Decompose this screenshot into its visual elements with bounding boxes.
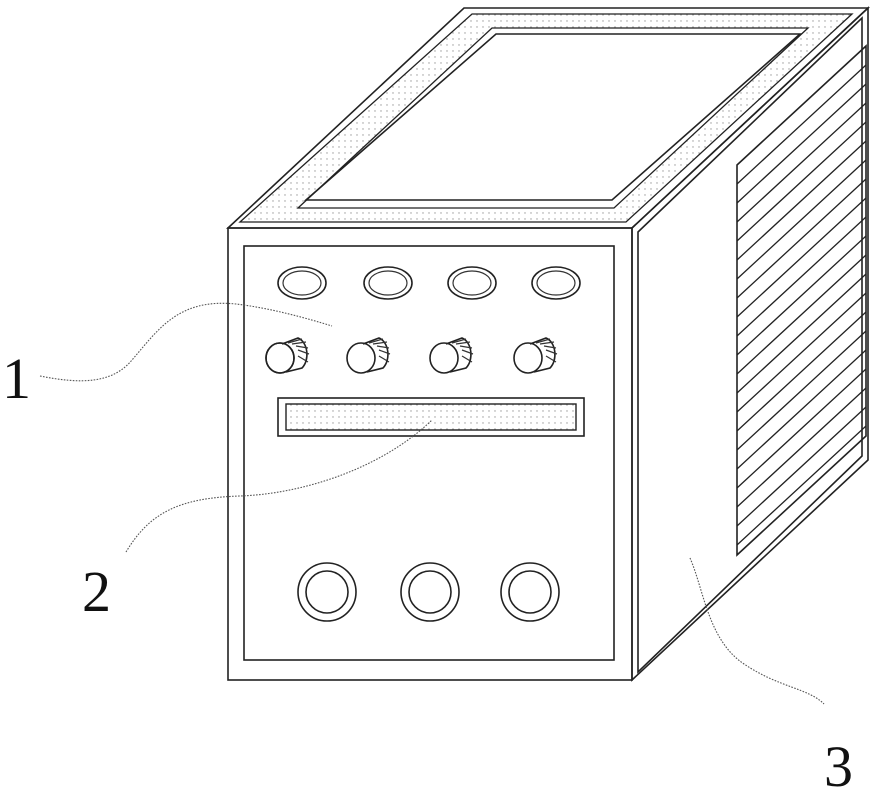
- round-port: [297, 562, 357, 622]
- vent-slats: [736, 64, 867, 546]
- control-knob: [346, 337, 391, 374]
- vent-grille: [736, 44, 867, 557]
- vent-slat: [736, 311, 867, 432]
- front-face: [227, 227, 633, 681]
- leader-line-3: [689, 557, 825, 705]
- control-knob: [265, 337, 310, 374]
- vent-slat: [736, 254, 867, 375]
- control-knobs: [265, 337, 558, 374]
- vent-slat: [736, 368, 867, 489]
- vent-slat: [736, 140, 867, 261]
- vent-slat: [736, 406, 867, 527]
- control-knob: [513, 337, 558, 374]
- indicator-lamp: [447, 266, 497, 300]
- indicator-lamp: [363, 266, 413, 300]
- top-panel: [303, 33, 803, 201]
- leader-line-2: [125, 419, 433, 553]
- vent-slat: [736, 330, 867, 451]
- round-port: [500, 562, 560, 622]
- vent-slat: [736, 235, 867, 356]
- indicator-lamp: [531, 266, 581, 300]
- top-rim-dotted: [238, 13, 854, 223]
- display-strip: [277, 397, 585, 437]
- leader-line-1: [39, 302, 333, 382]
- round-port: [400, 562, 460, 622]
- vent-slat: [736, 64, 867, 185]
- front-panel: [243, 245, 615, 661]
- vent-slat: [736, 387, 867, 508]
- callout-label-2: 2: [82, 559, 111, 624]
- vent-slat: [736, 292, 867, 413]
- vent-slat: [736, 425, 867, 546]
- callout-label-1: 1: [2, 346, 31, 411]
- vent-slat: [736, 83, 867, 204]
- indicator-lamps: [277, 266, 581, 300]
- round-ports: [297, 562, 560, 622]
- vent-slat: [736, 216, 867, 337]
- vent-slat: [736, 121, 867, 242]
- vent-slat: [736, 178, 867, 299]
- side-face: [631, 6, 869, 682]
- callout-label-3: 3: [824, 734, 853, 799]
- top-face: [225, 7, 871, 229]
- vent-slat: [736, 197, 867, 318]
- indicator-lamp: [277, 266, 327, 300]
- vent-slat: [736, 102, 867, 223]
- vent-slat: [736, 159, 867, 280]
- control-knob: [429, 337, 474, 374]
- vent-slat: [736, 273, 867, 394]
- vent-slat: [736, 349, 867, 470]
